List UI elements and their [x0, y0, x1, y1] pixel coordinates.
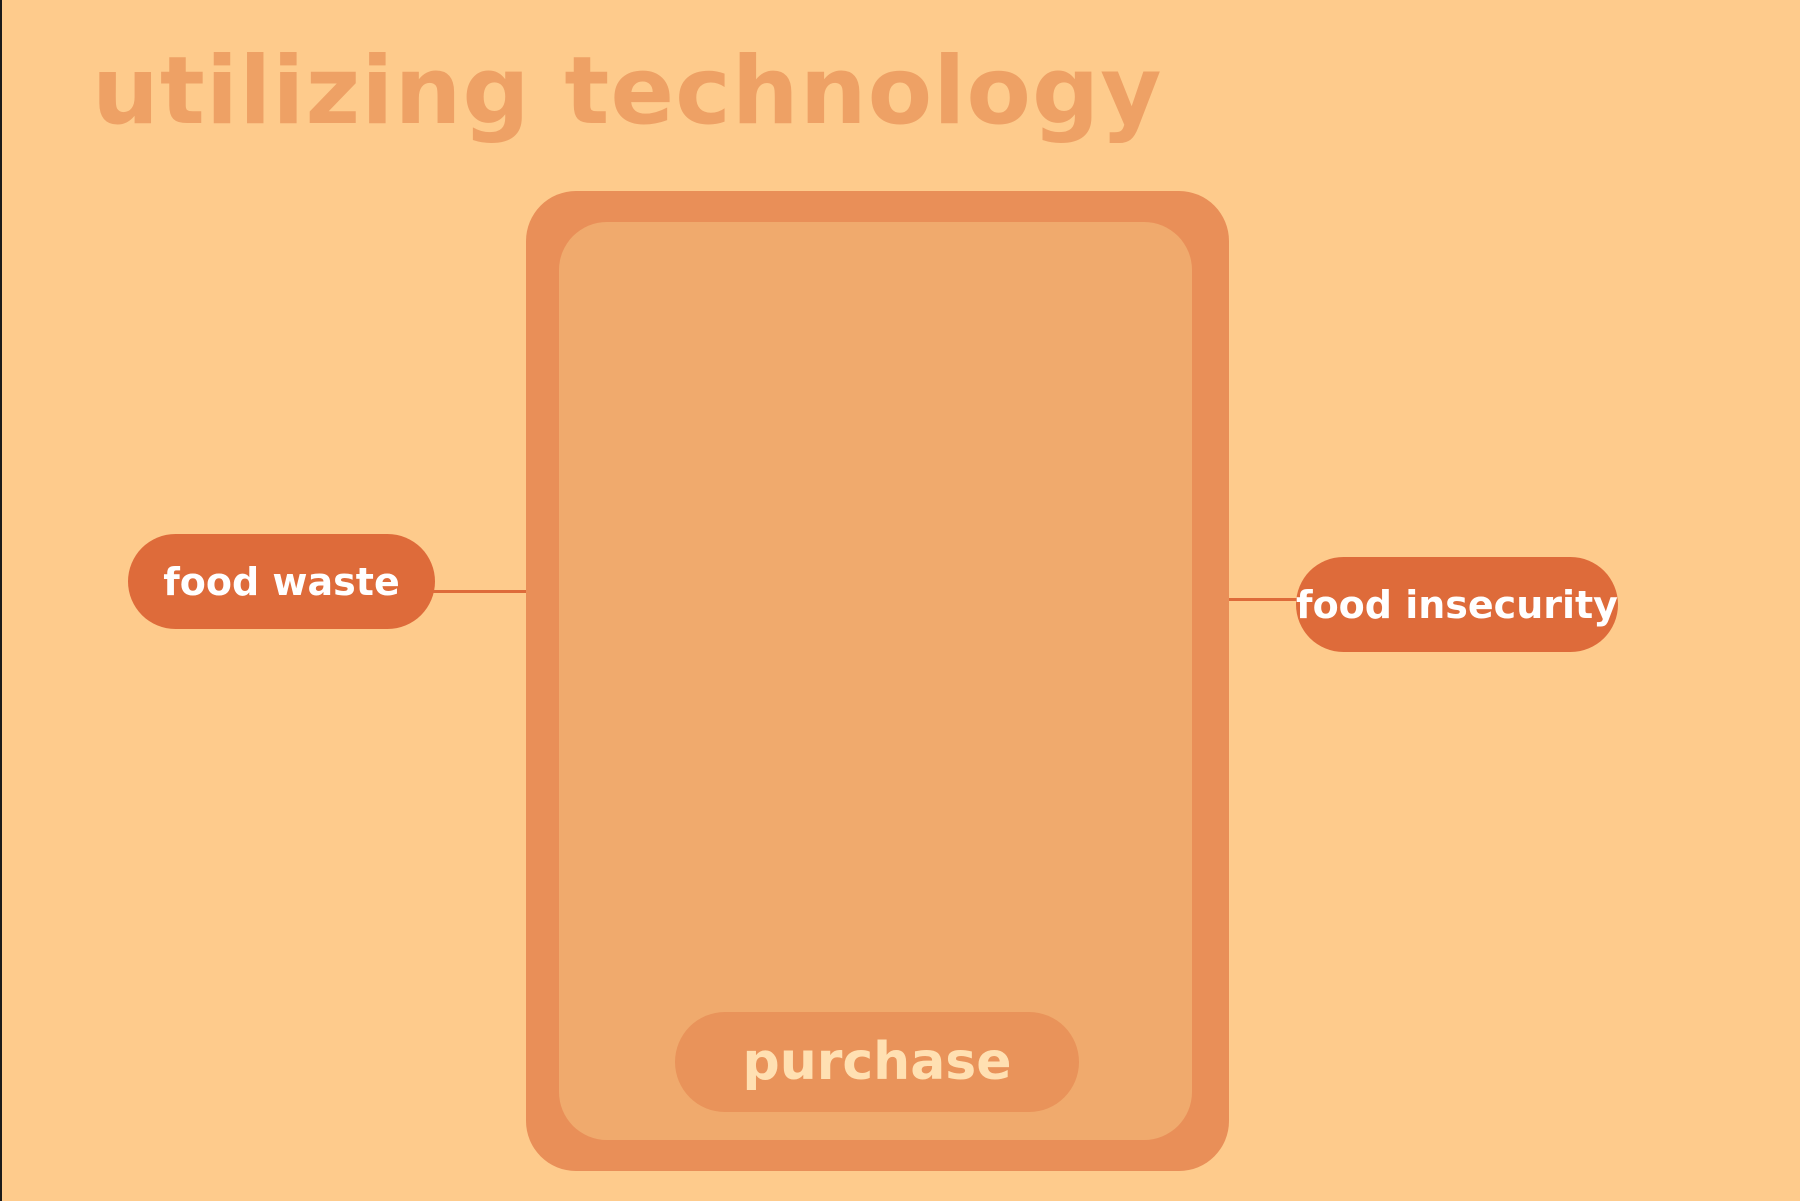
node-food-waste: food waste: [128, 534, 435, 629]
connector-line-left: [432, 590, 528, 593]
phone-screen: [559, 222, 1192, 1140]
node-food-insecurity: food insecurity: [1296, 557, 1618, 652]
node-food-waste-label: food waste: [163, 559, 400, 604]
node-food-insecurity-label: food insecurity: [1296, 582, 1618, 627]
connector-line-right: [1226, 598, 1298, 601]
page-title: utilizing technology: [92, 37, 1163, 146]
purchase-button-label: purchase: [742, 1032, 1012, 1092]
purchase-button[interactable]: purchase: [675, 1012, 1079, 1112]
